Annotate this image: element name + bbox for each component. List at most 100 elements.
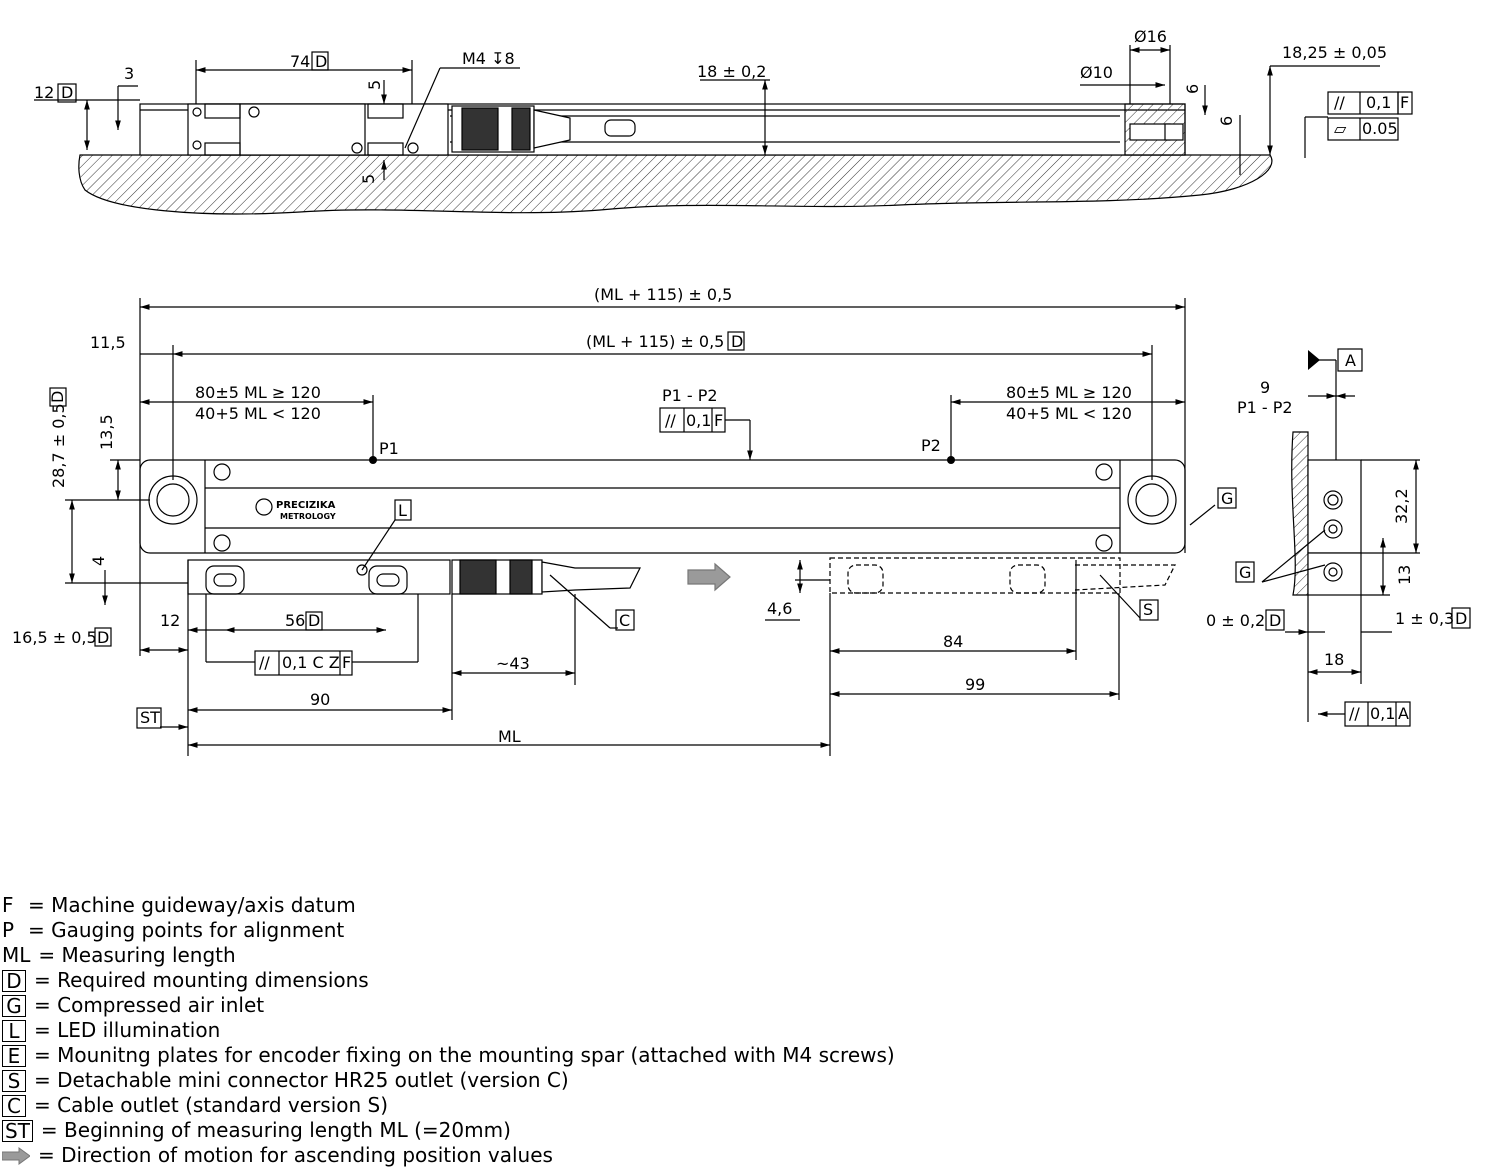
dim-32-2: 32,2 bbox=[1392, 488, 1411, 524]
dim-18-25: 18,25 ± 0,05 bbox=[1282, 43, 1387, 62]
tol-ref: F bbox=[342, 653, 351, 672]
dim-overall: (ML + 115) ± 0,5 bbox=[594, 285, 732, 304]
dim-43: ~43 bbox=[496, 654, 530, 673]
legend-key: F bbox=[2, 893, 14, 917]
dim-4: 4 bbox=[89, 556, 108, 566]
gauge-point-p2 bbox=[947, 456, 955, 464]
dim-5a: 5 bbox=[365, 80, 384, 90]
dim-16-5: 16,5 ± 0,5 bbox=[12, 628, 97, 647]
legend-text: = Detachable mini connector HR25 outlet … bbox=[34, 1068, 569, 1092]
label-g-side: G bbox=[1239, 563, 1251, 582]
p1-p2-side: P1 - P2 bbox=[1237, 398, 1293, 417]
direction-arrow-icon bbox=[2, 1146, 30, 1165]
label-g: G bbox=[1221, 489, 1233, 508]
dim-1-03: 1 ± 0,3 bbox=[1395, 609, 1454, 628]
right-range-a: 80±5 ML ≥ 120 bbox=[1006, 383, 1132, 402]
legend-item: D= Required mounting dimensions bbox=[2, 968, 902, 993]
brand-line-2: METROLOGY bbox=[280, 512, 336, 521]
legend-key: G bbox=[2, 994, 26, 1017]
datum-d: D bbox=[315, 52, 327, 71]
tol-val-side: 0,1 bbox=[1370, 704, 1395, 723]
flatness-symbol-2: ▱ bbox=[1334, 119, 1347, 138]
legend-item: ML = Measuring length bbox=[2, 943, 902, 968]
tol-val-2: 0.05 bbox=[1362, 119, 1398, 138]
dim-m4: M4 ↧8 bbox=[462, 49, 515, 68]
technical-drawing: 12 D 3 74 D M4 ↧8 5 5 18 ± 0,2 Ø16 Ø10 6… bbox=[12, 27, 1471, 756]
legend-item: G= Compressed air inlet bbox=[2, 993, 902, 1018]
legend-key: ST bbox=[2, 1119, 33, 1142]
datum-d: D bbox=[97, 628, 109, 647]
legend-key: ML bbox=[2, 943, 31, 967]
legend-item: F = Machine guideway/axis datum bbox=[2, 893, 902, 918]
legend-item: = Direction of motion for ascending posi… bbox=[2, 1143, 902, 1168]
datum-a-triangle bbox=[1308, 350, 1320, 370]
legend-item: ST= Beginning of measuring length ML (=2… bbox=[2, 1118, 902, 1143]
left-range-a: 80±5 ML ≥ 120 bbox=[195, 383, 321, 402]
dim-13: 13 bbox=[1395, 565, 1414, 585]
dim-56: 56 bbox=[285, 611, 305, 630]
dim-4-6: 4,6 bbox=[767, 599, 792, 618]
label-s: S bbox=[1143, 600, 1153, 619]
datum-d: D bbox=[1269, 611, 1281, 630]
datum-d: D bbox=[308, 611, 320, 630]
tol-par: 0,1 C Z bbox=[282, 653, 340, 672]
legend-item: P= Gauging points for alignment bbox=[2, 918, 902, 943]
datum-d: D bbox=[1455, 609, 1467, 628]
legend-key: S bbox=[2, 1069, 26, 1092]
dim-99: 99 bbox=[965, 675, 985, 694]
dim-5b: 5 bbox=[359, 174, 378, 184]
tol-ref-1: F bbox=[1400, 93, 1409, 112]
dim-74: 74 bbox=[290, 52, 310, 71]
legend-text: = Direction of motion for ascending posi… bbox=[38, 1143, 553, 1167]
legend-key: E bbox=[2, 1044, 26, 1067]
dim-0-02: 0 ± 0,2 bbox=[1206, 611, 1265, 630]
legend-text: = Required mounting dimensions bbox=[34, 968, 369, 992]
legend-item: L= LED illumination bbox=[2, 1018, 902, 1043]
dim-3: 3 bbox=[124, 64, 134, 83]
dim-18: 18 ± 0,2 bbox=[697, 62, 766, 81]
legend-text: = Gauging points for alignment bbox=[28, 918, 345, 942]
side-view bbox=[1235, 348, 1471, 727]
legend-text: = Mounitng plates for encoder fixing on … bbox=[34, 1043, 895, 1067]
dim-28-7: 28,7 ± 0,5 bbox=[49, 403, 68, 488]
left-range-b: 40+5 ML < 120 bbox=[195, 404, 321, 423]
top-view bbox=[34, 45, 1413, 215]
legend-item: E = Mounitng plates for encoder fixing on… bbox=[2, 1043, 902, 1068]
legend-text: = Cable outlet (standard version S) bbox=[34, 1093, 389, 1117]
dim-11-5: 11,5 bbox=[90, 333, 126, 352]
side-profile bbox=[1307, 459, 1362, 554]
p2-label: P2 bbox=[921, 436, 941, 455]
par-val: 0,1 bbox=[686, 411, 711, 430]
right-range-b: 40+5 ML < 120 bbox=[1006, 404, 1132, 423]
ground-hatch bbox=[78, 154, 1273, 215]
legend-key: C bbox=[2, 1094, 26, 1117]
side-view-labels: A 9 P1 - P2 32,2 G 13 0 ± 0,2 D 1 ± 0,3 … bbox=[1206, 351, 1467, 723]
legend-item: C = Cable outlet (standard version S) bbox=[2, 1093, 902, 1118]
datum-d: D bbox=[48, 391, 67, 403]
datum-d: D bbox=[61, 83, 73, 102]
parallel-symbol: // bbox=[665, 411, 676, 430]
dim-90: 90 bbox=[310, 690, 330, 709]
datum-a: A bbox=[1345, 351, 1356, 370]
dim-18-side: 18 bbox=[1324, 650, 1344, 669]
dim-ml: ML bbox=[498, 727, 521, 746]
dim-13-5: 13,5 bbox=[97, 414, 116, 450]
parallel-symbol-2: // bbox=[259, 653, 270, 672]
flatness-symbol: // bbox=[1334, 93, 1345, 112]
front-view-labels: (ML + 115) ± 0,5 (ML + 115) ± 0,5 D 11,5… bbox=[12, 285, 1233, 746]
label-c: C bbox=[619, 611, 630, 630]
dim-overall-d: (ML + 115) ± 0,5 bbox=[586, 332, 724, 351]
dim-6a: 6 bbox=[1183, 84, 1202, 94]
legend-text: = Measuring length bbox=[38, 943, 236, 967]
front-view bbox=[49, 298, 1237, 756]
parallel-symbol-3: // bbox=[1349, 704, 1360, 723]
par-ref: F bbox=[714, 411, 723, 430]
brand-line-1: PRECIZIKA bbox=[276, 500, 336, 511]
legend-item: S = Detachable mini connector HR25 outlet… bbox=[2, 1068, 902, 1093]
dim-6b: 6 bbox=[1217, 116, 1236, 126]
tol-val-1: 0,1 bbox=[1366, 93, 1391, 112]
legend-key: L bbox=[2, 1019, 26, 1042]
dim-12: 12 bbox=[160, 611, 180, 630]
legend-text: = Machine guideway/axis datum bbox=[28, 893, 356, 917]
